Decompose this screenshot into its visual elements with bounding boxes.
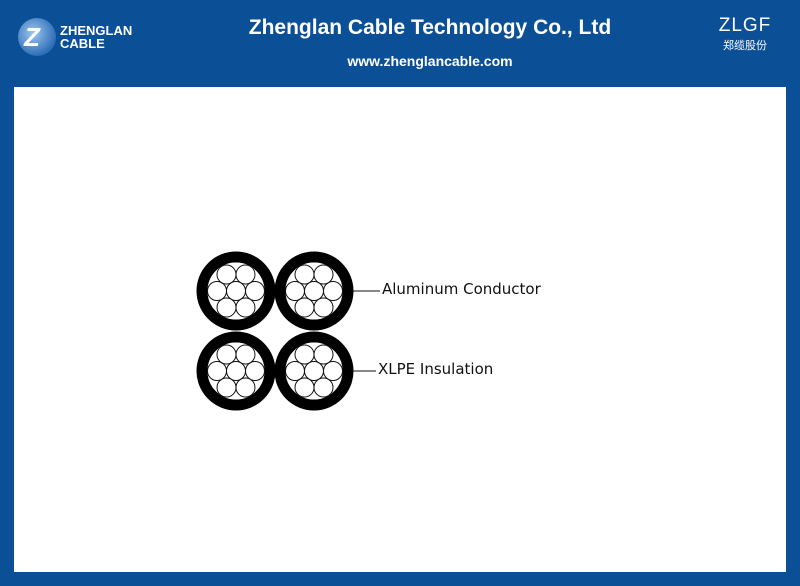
aluminum-strand [313, 297, 334, 318]
aluminum-strand [285, 281, 305, 301]
aluminum-strand [207, 361, 227, 381]
aluminum-strand [207, 281, 227, 301]
aluminum-strand [285, 361, 305, 381]
aluminum-strand [323, 361, 343, 381]
aluminum-strand [313, 377, 334, 398]
aluminum-strand [294, 377, 315, 398]
website-url: www.zhenglancable.com [347, 53, 513, 69]
aluminum-strand [226, 281, 246, 301]
insulation-ring [274, 331, 354, 411]
aluminum-strand [235, 297, 256, 318]
aluminum-strand [235, 264, 256, 285]
page-title: Zhenglan Cable Technology Co., Ltd [248, 16, 612, 39]
aluminum-strand [304, 361, 324, 381]
logo-mark-icon: Z [18, 18, 56, 56]
aluminum-strand [294, 264, 315, 285]
aluminum-strand [294, 344, 315, 365]
company-logo: Z ZHENGLAN CABLE [18, 18, 148, 58]
aluminum-strand [216, 297, 237, 318]
logo-text-line1: ZHENGLAN [60, 23, 133, 38]
insulation-ring [274, 251, 354, 331]
header: Z ZHENGLAN CABLE Zhenglan Cable Technolo… [0, 0, 800, 87]
logo-text-line2: CABLE [60, 36, 105, 51]
aluminum-strand [235, 344, 256, 365]
aluminum-strand [313, 344, 334, 365]
insulation-ring [196, 331, 276, 411]
aluminum-strand [216, 264, 237, 285]
aluminum-strand [245, 361, 265, 381]
label-xlpe-insulation: XLPE Insulation [378, 360, 494, 378]
aluminum-strand [216, 344, 237, 365]
aluminum-strand [235, 377, 256, 398]
aluminum-strand [323, 281, 343, 301]
label-aluminum-conductor: Aluminum Conductor [382, 280, 541, 298]
brand-logo: ZLGF 郑缆股份 [712, 15, 778, 53]
aluminum-strand [245, 281, 265, 301]
aluminum-strand [216, 377, 237, 398]
aluminum-strand [226, 361, 246, 381]
aluminum-strand [313, 264, 334, 285]
diagram-panel: Aluminum Conductor XLPE Insulation [14, 87, 786, 572]
cable-cross-section [196, 251, 380, 411]
aluminum-strand [304, 281, 324, 301]
aluminum-strand [294, 297, 315, 318]
insulation-ring [196, 251, 276, 331]
brand-latin: ZLGF [718, 15, 772, 36]
brand-chinese: 郑缆股份 [723, 40, 767, 52]
